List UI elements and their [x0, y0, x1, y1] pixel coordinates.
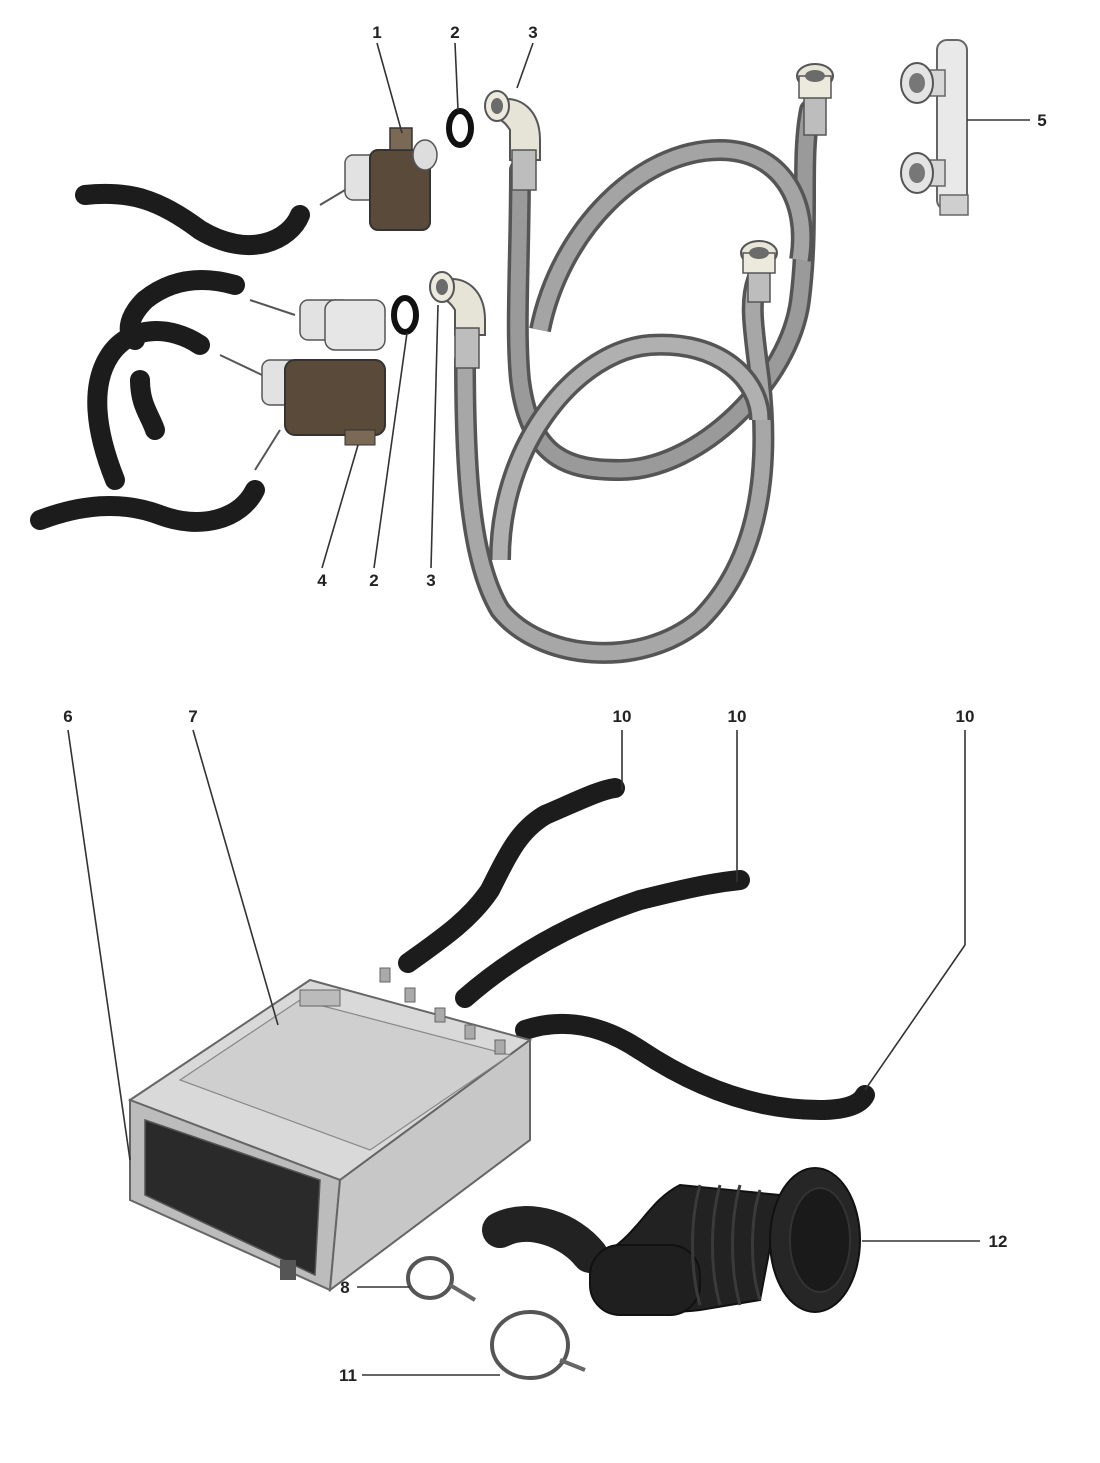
valve-hoses [30, 183, 310, 532]
callout-10-right: 10 [956, 707, 975, 726]
detergent-dispenser [127, 967, 533, 1293]
elbow-connector-top [484, 90, 541, 191]
callout-11: 11 [339, 1366, 357, 1385]
seal-ring-bottom [391, 295, 419, 335]
callout-3-top: 3 [528, 23, 537, 42]
callout-8: 8 [340, 1278, 349, 1297]
inlet-valve-double [219, 299, 386, 471]
leader-lines [67, 42, 1030, 1376]
seal-ring-top [446, 108, 474, 148]
sump-hose [482, 1167, 861, 1316]
dispenser-hoses [398, 778, 875, 1121]
callout-4: 4 [317, 571, 327, 590]
elbow-connector-bottom [429, 271, 486, 369]
callout-5: 5 [1037, 111, 1046, 130]
callout-labels: 1 2 3 5 4 2 3 6 7 10 10 10 12 8 11 [63, 23, 1046, 1385]
callout-10-middle: 10 [728, 707, 747, 726]
inlet-hose-short [454, 240, 778, 664]
callout-2-bottom: 2 [369, 571, 378, 590]
inlet-hose-long [506, 63, 834, 482]
hose-clamp-large [490, 1310, 586, 1380]
callout-6: 6 [63, 707, 72, 726]
callout-2-top: 2 [450, 23, 459, 42]
hose-clamp-small [406, 1256, 477, 1302]
callout-3-bottom: 3 [426, 571, 435, 590]
y-connector [900, 39, 969, 216]
callout-1: 1 [372, 23, 381, 42]
callout-10-left: 10 [613, 707, 632, 726]
callout-7: 7 [188, 707, 197, 726]
callout-12: 12 [989, 1232, 1008, 1251]
inlet-valve-single [319, 127, 438, 231]
